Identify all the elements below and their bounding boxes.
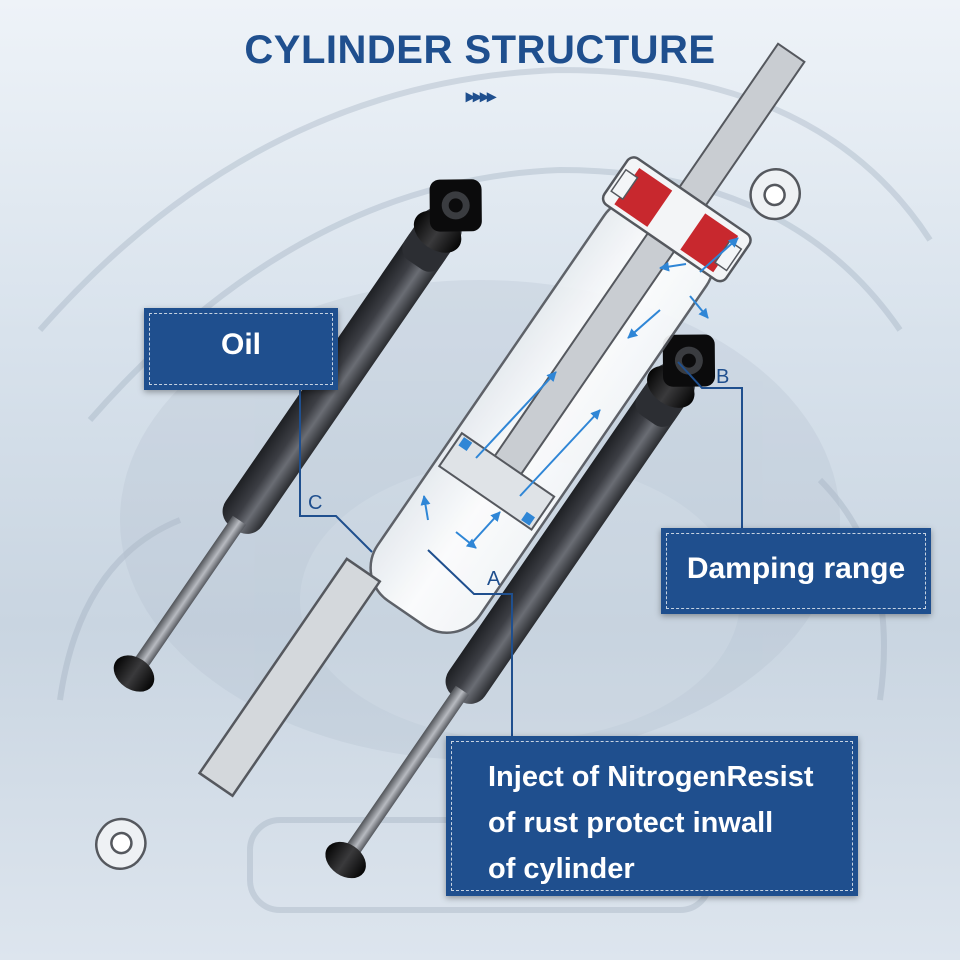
callout-nitrogen-injection-text: Inject of NitrogenResist of rust protect…: [488, 754, 814, 892]
callout-damping-range-label: Damping range: [686, 552, 906, 585]
marker-a: A: [487, 568, 501, 590]
callout-oil: Oil: [144, 308, 338, 390]
callout-oil-label: Oil: [220, 328, 261, 361]
callout-line-2: of rust protect inwall: [488, 807, 774, 839]
right-gas-strut: [325, 334, 716, 879]
callout-leader-lines: [299, 361, 743, 736]
gas-flow-arrows: [420, 237, 739, 549]
callout-damping-range: Damping range: [661, 528, 931, 614]
marker-b: B: [716, 366, 730, 388]
callout-nitrogen-injection: Inject of NitrogenResist of rust protect…: [446, 736, 858, 896]
cross-section-cylinder: [95, 42, 806, 870]
marker-c: C: [308, 492, 323, 514]
callout-line-1: Inject of NitrogenResist: [488, 761, 814, 793]
chevron-divider-icon: ▸▸▸▸: [465, 86, 496, 106]
diagram-title: CYLINDER STRUCTURE: [244, 28, 716, 72]
callout-line-3: of cylinder: [488, 853, 635, 885]
